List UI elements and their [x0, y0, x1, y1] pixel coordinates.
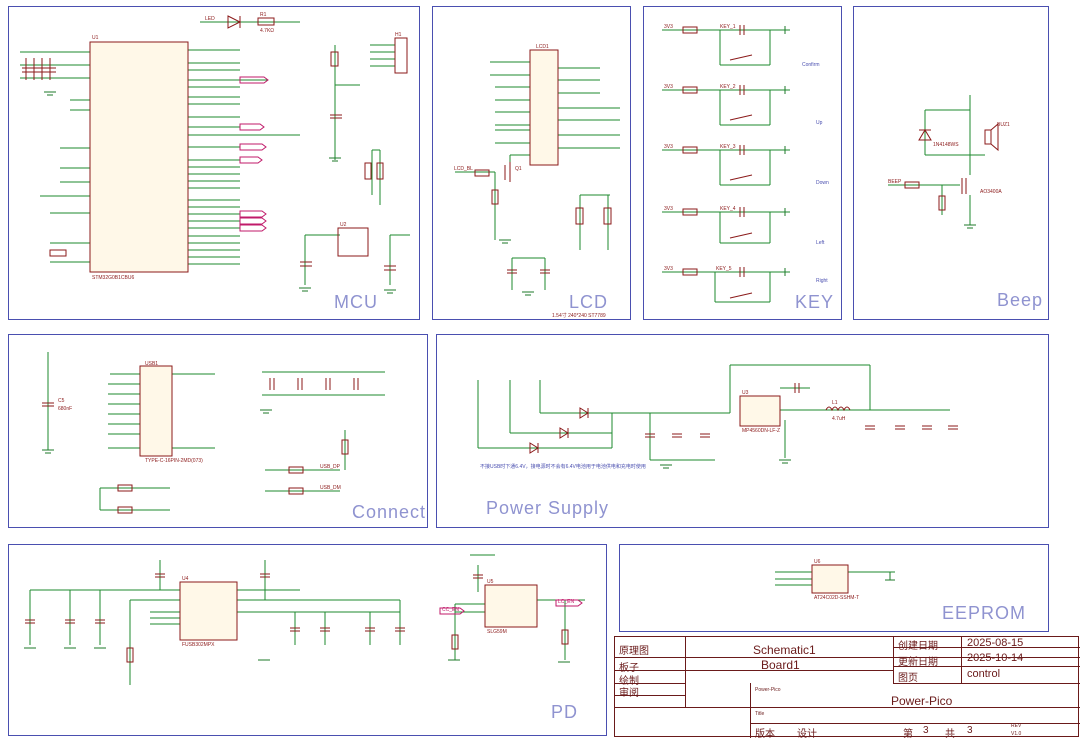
pd-u1-part: FUSB302MPX — [182, 642, 215, 648]
tb-r3-label: 绘制 — [619, 676, 639, 687]
beep-in: BEEP — [888, 179, 902, 185]
key-row4-net: 3V3 — [664, 206, 673, 212]
tb-page-total: 3 — [967, 725, 973, 736]
mcu-led-label: LED — [205, 16, 215, 22]
mcu-r-led-val: 4.7KΩ — [260, 28, 275, 34]
key-row1-out: KEY_1 — [720, 24, 736, 30]
eeprom-block — [619, 544, 1049, 632]
title-block: 原理图 Schematic1 板子 Board1 绘制 审阅 创建日期 2025… — [614, 636, 1080, 740]
mcu-regulator: U2 — [340, 222, 347, 228]
pd-u2-part: SLG59M — [487, 629, 507, 635]
tb-r4-label: 审阅 — [619, 688, 639, 699]
connect-dp-out: USB_DP — [320, 464, 341, 470]
connect-dn-out: USB_DM — [320, 485, 341, 491]
ps-note: 不接USB时下通6.4V，接电源时不会有6.4V电池用于电池供电和充电时使用 — [480, 464, 646, 470]
tb-rev: V1.0 — [1011, 731, 1022, 737]
tb-page-mid: 共 — [945, 729, 955, 740]
key-row5-net: 3V3 — [664, 266, 673, 272]
tb-small-1: Power-Pico — [755, 687, 781, 693]
key-side-2: Up — [816, 120, 823, 126]
mcu-part: STM32G0B1CBU6 — [92, 275, 135, 281]
ps-u: U3 — [742, 390, 749, 396]
key-row4-out: KEY_4 — [720, 206, 736, 212]
lcd-label: LCD — [569, 292, 609, 312]
tb-rev-label: REV — [1011, 723, 1022, 729]
lcd-in-net: LCD_BL — [454, 166, 473, 172]
pd-flag-1: CC_EN — [442, 607, 459, 613]
key-side-5: Right — [816, 278, 828, 284]
lcd-q: Q1 — [515, 166, 522, 172]
beep-label: Beep — [997, 290, 1044, 310]
tb-page-label: 图页 — [898, 673, 918, 684]
pd-block — [8, 544, 607, 736]
pd-flag-2: LC_EN — [558, 599, 575, 605]
key-side-4: Left — [816, 240, 825, 246]
connect-c-in-val: 680nF — [58, 406, 73, 412]
connect-block — [8, 334, 428, 528]
tb-footer-2: 设计 — [797, 729, 817, 740]
connect-ref: USB1 — [145, 361, 159, 367]
beep-ref: BUZ1 — [997, 122, 1010, 128]
key-block — [643, 6, 842, 320]
tb-r1-value: Schematic1 — [753, 643, 816, 657]
beep-q: AO3400A — [980, 189, 1002, 195]
tb-r2-label: 板子 — [619, 663, 639, 674]
lcd-caption: 1.54寸 240*240 ST7789 — [552, 313, 606, 319]
connect-part: TYPE-C-16PIN-2MD(073) — [145, 458, 203, 464]
ps-inductor: L1 — [832, 400, 838, 406]
tb-small-2: Title — [755, 711, 765, 717]
tb-page-no: 3 — [923, 725, 929, 736]
ps-u-part: MP4560DN-LF-Z — [742, 428, 781, 434]
key-side-1: Confirm — [802, 62, 820, 68]
key-row2-out: KEY_2 — [720, 84, 736, 90]
pd-u2: U5 — [487, 579, 494, 585]
mcu-ref: U1 — [92, 35, 99, 41]
beep-block — [853, 6, 1049, 320]
tb-updated-value: 2025-10-14 — [967, 652, 1024, 664]
key-row3-net: 3V3 — [664, 144, 673, 150]
pd-u1: U4 — [182, 576, 189, 582]
tb-created-label: 创建日期 — [898, 641, 938, 652]
mcu-label: MCU — [334, 292, 378, 312]
key-row1-net: 3V3 — [664, 24, 673, 30]
tb-r2-value: Board1 — [761, 658, 800, 672]
mcu-connector: H1 — [395, 32, 402, 38]
lcd-block — [432, 6, 631, 320]
key-label: KEY — [795, 292, 835, 312]
mcu-r-led: R1 — [260, 12, 267, 18]
tb-r1-label: 原理图 — [619, 646, 649, 657]
tb-page-pre: 第 — [903, 729, 913, 740]
key-row2-net: 3V3 — [664, 84, 673, 90]
connect-label: Connect — [352, 502, 427, 522]
eeprom-part: AT24C02D-SSHM-T — [814, 595, 860, 601]
key-row5-out: KEY_5 — [716, 266, 732, 272]
lcd-ref: LCD1 — [536, 44, 549, 50]
key-row3-out: KEY_3 — [720, 144, 736, 150]
power-supply-block — [436, 334, 1049, 528]
power-supply-label: Power Supply — [486, 498, 610, 518]
tb-page-value: control — [967, 668, 1001, 680]
pd-label: PD — [551, 702, 579, 722]
tb-footer-1: 版本 — [755, 729, 775, 740]
ps-ind-val: 4.7uH — [832, 416, 846, 422]
beep-diode: 1N4148WS — [933, 142, 959, 148]
eeprom-label: EEPROM — [942, 603, 1027, 623]
eeprom-ref: U6 — [814, 559, 821, 565]
connect-c-in: C5 — [58, 398, 65, 404]
tb-project: Power-Pico — [891, 694, 953, 708]
mcu-block — [8, 6, 420, 320]
tb-created-value: 2025-08-15 — [967, 637, 1024, 649]
tb-updated-label: 更新日期 — [898, 657, 938, 668]
key-side-3: Down — [816, 180, 829, 186]
